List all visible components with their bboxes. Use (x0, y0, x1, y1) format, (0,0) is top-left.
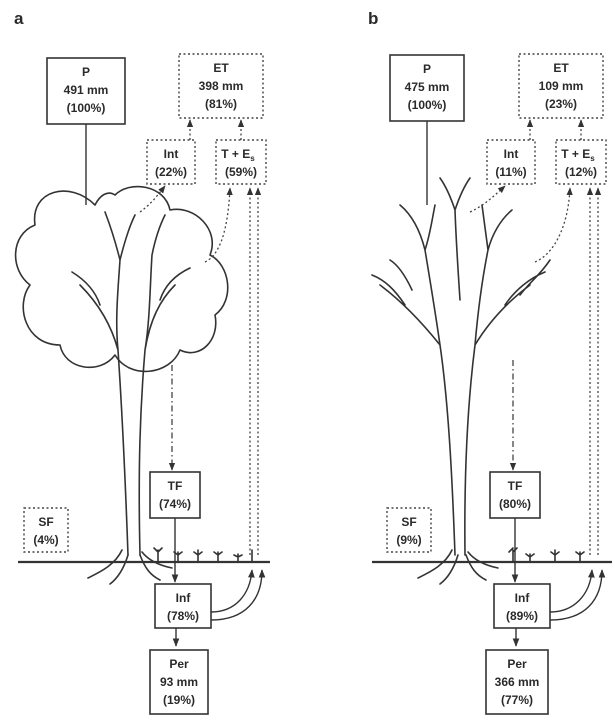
interception-box-b (486, 139, 536, 185)
svg-text:(22%): (22%) (155, 165, 187, 179)
transpiration-box-b (555, 139, 607, 185)
svg-text:(89%): (89%) (506, 609, 538, 623)
svg-text:(9%): (9%) (396, 533, 421, 547)
svg-text:(100%): (100%) (67, 101, 106, 115)
seedling-icon (508, 547, 585, 563)
infiltration-box-b (493, 583, 551, 629)
svg-text:TF: TF (168, 479, 183, 493)
interception-box-a (146, 139, 196, 185)
seedling-icon (153, 547, 253, 563)
svg-text:109 mm: 109 mm (539, 79, 584, 93)
svg-text:Per: Per (507, 657, 527, 671)
percolation-box-b (485, 649, 549, 715)
svg-text:475 mm: 475 mm (405, 80, 450, 94)
infiltration-box-a (154, 583, 212, 629)
svg-text:(100%): (100%) (408, 98, 447, 112)
panel-b-letter: b (368, 9, 378, 28)
svg-text:Per: Per (169, 657, 189, 671)
stemflow-box-b (386, 507, 432, 553)
svg-text:93 mm: 93 mm (160, 675, 198, 689)
evapotranspiration-box-a (178, 53, 264, 119)
svg-text:P: P (82, 65, 90, 79)
panel-a: a P 491 mm (100%) ET 398 mm (81%) Int (2… (14, 9, 270, 715)
svg-text:398 mm: 398 mm (199, 79, 244, 93)
transpiration-box-a (215, 139, 267, 185)
svg-text:(78%): (78%) (167, 609, 199, 623)
svg-text:(81%): (81%) (205, 97, 237, 111)
svg-text:P: P (423, 62, 431, 76)
svg-text:(74%): (74%) (159, 497, 191, 511)
leafy-tree-icon (14, 185, 229, 373)
evapotranspiration-box-b (518, 53, 604, 119)
panel-b: b P 475 mm (100%) ET 109 mm (23%) Int (1… (368, 9, 612, 715)
leafless-tree-icon (371, 177, 551, 585)
stemflow-box-a (23, 507, 69, 553)
svg-text:ET: ET (213, 61, 229, 75)
svg-text:SF: SF (401, 515, 416, 529)
svg-text:TF: TF (508, 479, 523, 493)
svg-text:SF: SF (38, 515, 53, 529)
svg-text:Inf: Inf (176, 591, 192, 605)
svg-text:(12%): (12%) (565, 165, 597, 179)
svg-text:ET: ET (553, 61, 569, 75)
svg-text:(59%): (59%) (225, 165, 257, 179)
svg-text:Inf: Inf (515, 591, 531, 605)
precipitation-box-b (389, 54, 465, 122)
svg-text:Int: Int (164, 147, 179, 161)
svg-text:491 mm: 491 mm (64, 83, 109, 97)
svg-text:T + Es: T + Es (561, 147, 595, 163)
svg-text:(80%): (80%) (499, 497, 531, 511)
panel-a-letter: a (14, 9, 24, 28)
svg-text:(23%): (23%) (545, 97, 577, 111)
svg-text:(4%): (4%) (33, 533, 58, 547)
svg-text:366 mm: 366 mm (495, 675, 540, 689)
svg-text:T + Es: T + Es (221, 147, 255, 163)
svg-text:(77%): (77%) (501, 693, 533, 707)
svg-text:Int: Int (504, 147, 519, 161)
percolation-box-a (149, 649, 209, 715)
svg-text:(11%): (11%) (495, 165, 526, 179)
svg-text:(19%): (19%) (163, 693, 195, 707)
throughfall-box-a (149, 471, 201, 519)
